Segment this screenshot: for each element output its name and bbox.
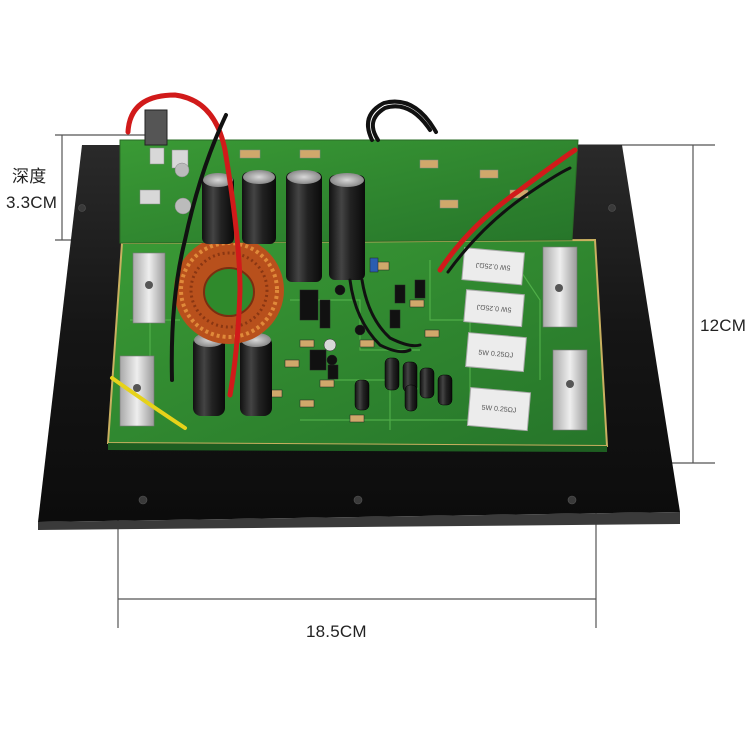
resistor-label: 5W 0.25ΩJ <box>476 303 511 313</box>
black-wire-right <box>446 166 572 274</box>
plate-mount-holes <box>78 204 616 505</box>
depth-value: 3.3CM <box>6 193 58 212</box>
black-wire-left <box>169 113 228 382</box>
filter-capacitors <box>193 333 272 416</box>
resistor-label: 5W 0.25ΩJ <box>476 261 511 271</box>
width-value: 18.5CM <box>306 622 367 641</box>
yellow-wire <box>110 376 187 430</box>
wires <box>110 92 578 430</box>
potentiometer <box>144 109 168 146</box>
signal-wires-2 <box>360 278 422 348</box>
depth-label: 深度 <box>12 167 47 186</box>
main-pcb: 5W 0.25ΩJ 5W 0.25ΩJ 5W 0.25ΩJ 5W 0.25ΩJ <box>106 219 609 452</box>
input-pcb <box>119 109 579 282</box>
power-resistors: 5W 0.25ΩJ 5W 0.25ΩJ 5W 0.25ΩJ 5W 0.25ΩJ <box>461 247 532 432</box>
power-resistor: 5W 0.25ΩJ <box>461 247 525 286</box>
resistor-label: 5W 0.25ΩJ <box>481 405 516 415</box>
signal-wires <box>348 278 412 354</box>
right-heatsinks <box>542 246 588 431</box>
red-wire-right <box>437 147 578 273</box>
black-ribbon-2 <box>366 99 438 142</box>
left-heatsinks <box>119 252 166 427</box>
red-wire-left <box>125 92 243 398</box>
small-capacitors <box>354 357 453 412</box>
input-capacitors <box>202 170 365 282</box>
power-resistor: 5W 0.25ΩJ <box>465 332 527 373</box>
toroid-inductor <box>174 236 284 344</box>
power-resistor: 5W 0.25ΩJ <box>463 289 525 328</box>
power-resistor: 5W 0.25ΩJ <box>466 387 532 432</box>
resistor-label: 5W 0.25ΩJ <box>478 350 513 360</box>
height-value: 12CM <box>700 316 747 335</box>
input-pcb-parts <box>139 147 529 215</box>
black-ribbon <box>370 104 432 142</box>
